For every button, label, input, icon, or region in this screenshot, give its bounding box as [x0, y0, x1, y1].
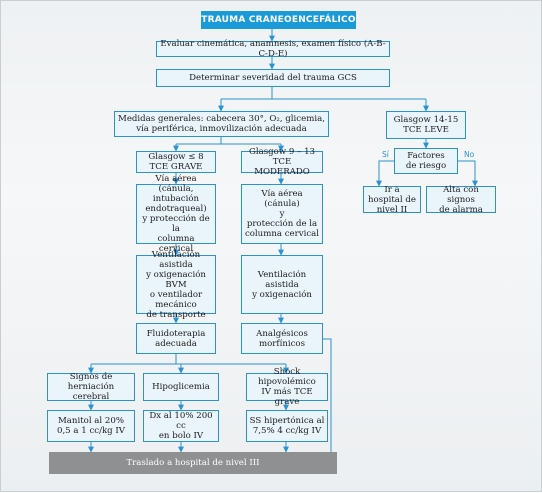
- mannitol-treatment: Manitol al 20% 0,5 a 1 cc/kg IV: [47, 410, 135, 442]
- grave-airway: Vía aérea (cánula, intubación endotraque…: [136, 174, 216, 254]
- grave-ventilation: Ventilación asistida y oxigenación BVM o…: [136, 250, 216, 320]
- transfer-level-iii: Traslado a hospital de nivel III: [49, 452, 337, 474]
- risk-factors: Factores de riesgo: [394, 148, 458, 174]
- branch-yes-label: Sí: [382, 150, 389, 159]
- leve-head: Glasgow 14-15 TCE LEVE: [386, 111, 466, 139]
- connector-general-split: [176, 137, 281, 145]
- discharge-warning-signs: Alta con signos de alarma: [426, 185, 496, 215]
- severity-step: Determinar severidad del trauma GCS: [156, 69, 390, 87]
- herniation-signs: Signos de herniación cerebral: [47, 372, 135, 402]
- page-title: TRAUMA CRANEOENCEFÁLICO: [201, 11, 356, 29]
- hypertonic-saline-treatment: SS hipertónica al 7,5% 4 cc/kg IV: [246, 410, 328, 442]
- evaluate-step: Evaluar cinemática, anamnesis, examen fí…: [156, 39, 390, 59]
- grave-fluids: Fluidoterapia adecuada: [136, 323, 216, 354]
- moderado-head: Glasgow 9 – 13 TCE MODERADO: [241, 147, 323, 177]
- dextrose-treatment: Dx al 10% 200 cc en bolo IV: [143, 410, 219, 442]
- hypovolemic-shock: Shock hipovolémico IV más TCE grave: [246, 367, 328, 407]
- connector-risk-yes: [376, 160, 394, 187]
- moderado-airway: Vía aérea (cánula) y protección de la co…: [241, 184, 323, 244]
- branch-no-label: No: [464, 150, 475, 159]
- moderado-ventilation: Ventilación asistida y oxigenación: [241, 255, 323, 314]
- moderado-analgesics: Analgésicos morfínicos: [241, 323, 323, 354]
- connector-risk-no: [458, 160, 478, 187]
- connector-fluids-split: [91, 354, 286, 365]
- hypoglycemia: Hipoglicemia: [143, 373, 219, 401]
- connector-severity-split: [221, 87, 426, 100]
- grave-head: Glasgow ≤ 8 TCE GRAVE: [136, 151, 216, 173]
- connector-analgesics-transfer: [323, 338, 332, 452]
- hospital-level-ii: Ir a hospital de nivel II: [363, 185, 421, 215]
- general-measures-step: Medidas generales: cabecera 30°, O₂, gli…: [114, 111, 329, 137]
